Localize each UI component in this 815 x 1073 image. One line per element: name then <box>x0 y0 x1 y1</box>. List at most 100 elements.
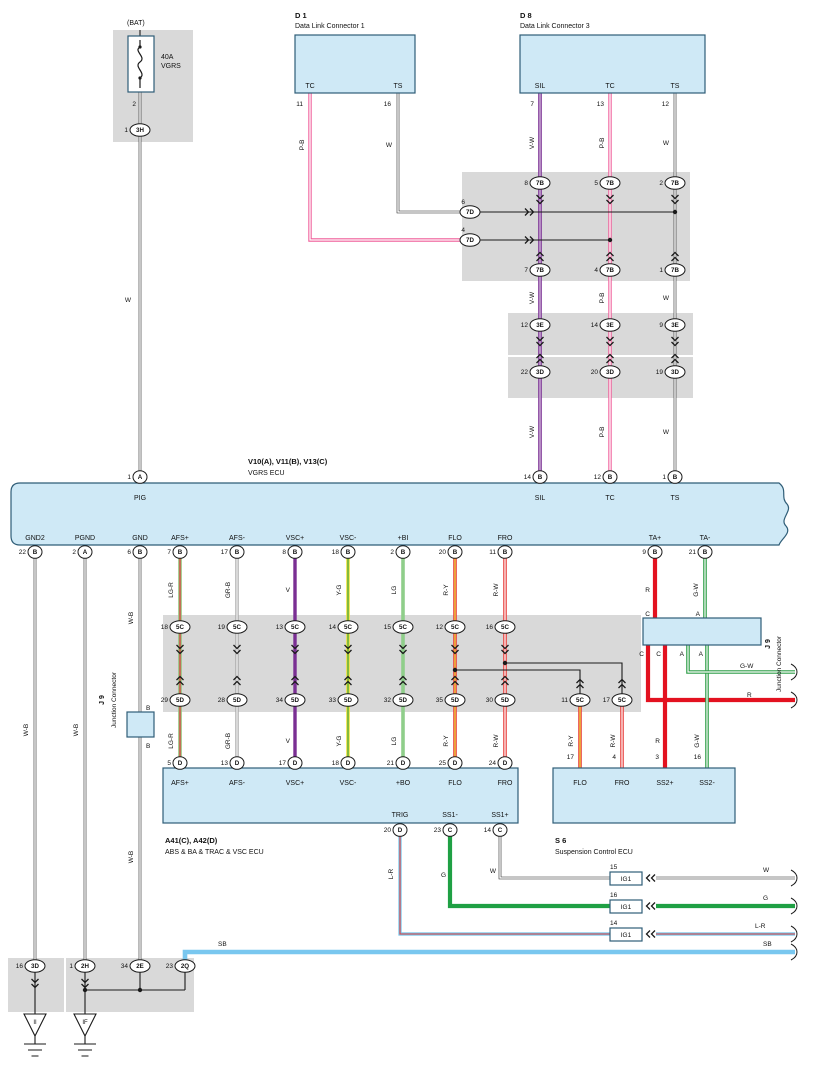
connector-arrow-icon <box>501 675 509 686</box>
wire-break-icon <box>790 943 798 961</box>
ground-flag-ii <box>23 1013 47 1038</box>
connector-arrow-icon <box>176 675 184 686</box>
pin-code-7D: 7D <box>466 209 474 216</box>
pin-code-7B: 7B <box>671 180 679 187</box>
pin-number-6: 6 <box>127 549 131 556</box>
pin-number-8: 8 <box>524 180 528 187</box>
pin-number-5: 5 <box>167 760 171 767</box>
label-tc: TC <box>605 83 614 90</box>
wire-ss1-minus-g <box>447 834 610 909</box>
pin-code-5C: 5C <box>233 624 241 631</box>
label-trig: TRIG <box>392 812 409 819</box>
connector-arrow-icon <box>671 353 679 364</box>
label-l-r: L-R <box>755 923 766 930</box>
pin-oval-33-5D <box>337 693 359 707</box>
label-v10-a-v11-b-v13-c: V10(A), V11(B), V13(C) <box>248 457 328 466</box>
label-40a: 40A <box>161 54 174 61</box>
pin-code-A: A <box>83 549 88 556</box>
pin-code-D: D <box>503 760 508 767</box>
wire-dlc1-ts-w <box>396 93 470 214</box>
pin-code-7D: 7D <box>466 237 474 244</box>
connector-arrow-icon <box>501 644 509 655</box>
pin-code-D: D <box>235 760 240 767</box>
label-gr-b: GR-B <box>225 582 232 598</box>
label-w: W <box>125 297 132 304</box>
suspension-ecu-box <box>552 767 736 824</box>
label-g-w: G-W <box>693 582 700 596</box>
pin-number-12: 12 <box>521 322 529 329</box>
pin-code-5C: 5C <box>451 624 459 631</box>
pin-number-5: 5 <box>594 180 598 187</box>
label-a: A <box>680 651 685 658</box>
pin-oval-12-5C <box>444 620 466 634</box>
pin-number-34: 34 <box>276 697 284 704</box>
label-pgnd: PGND <box>75 535 95 542</box>
pin-code-B: B <box>608 474 613 481</box>
pin-oval-5-7B <box>599 176 621 190</box>
pin-code-2E: 2E <box>136 963 144 970</box>
pin-code-5C: 5C <box>176 624 184 631</box>
label-b: B <box>146 705 150 712</box>
pin-oval-1-B <box>667 470 683 484</box>
junction-dot <box>137 987 143 993</box>
pin-number-12: 12 <box>594 474 602 481</box>
label-sil: SIL <box>535 83 546 90</box>
pin-code-B: B <box>293 549 298 556</box>
pin-number-8: 8 <box>282 549 286 556</box>
pin-code-D: D <box>178 760 183 767</box>
label-w-b: W-B <box>128 851 135 864</box>
label-w: W <box>763 867 770 874</box>
pin-number-35: 35 <box>436 697 444 704</box>
label-v: V <box>286 738 291 745</box>
pin-oval-1-A <box>132 470 148 484</box>
label-g-w: G-W <box>740 663 754 670</box>
pin-code-C: C <box>448 827 453 834</box>
wire-core-ss1-plus-w <box>499 834 610 879</box>
pin-oval-16-3D <box>24 959 46 973</box>
pin-code-5C: 5C <box>618 697 626 704</box>
pin-code-3E: 3E <box>536 322 544 329</box>
pin-oval-8-B <box>287 545 303 559</box>
label-gr-b: GR-B <box>225 733 232 749</box>
pin-oval-7-B <box>172 545 188 559</box>
label-16: 16 <box>384 101 392 108</box>
label-r-w: R-W <box>493 734 500 748</box>
ground-label-ii: II <box>33 1020 37 1026</box>
label-w: W <box>663 140 670 147</box>
label-w-b: W-B <box>73 724 80 737</box>
pin-code-3E: 3E <box>606 322 614 329</box>
label-16: 16 <box>694 754 702 761</box>
wire-break-icon <box>790 663 798 681</box>
pin-code-B: B <box>346 549 351 556</box>
pin-oval-19-3D <box>664 365 686 379</box>
pin-number-17: 17 <box>221 549 229 556</box>
pin-oval-2-A <box>77 545 93 559</box>
connector-arrow-icon <box>645 874 656 882</box>
label-v-w: V-W <box>529 291 536 304</box>
pin-oval-32-5D <box>392 693 414 707</box>
pin-number-1: 1 <box>659 267 663 274</box>
label-y-g: Y-G <box>336 736 343 747</box>
pin-code-D: D <box>293 760 298 767</box>
label-w: W <box>490 868 497 875</box>
pin-code-D: D <box>453 760 458 767</box>
label-r-y: R-Y <box>443 584 450 596</box>
label-12: 12 <box>662 101 670 108</box>
pin-number-14: 14 <box>524 474 532 481</box>
wire-fro-branch <box>505 662 623 700</box>
connector-arrow-icon <box>291 675 299 686</box>
connector-panel-7b7d <box>462 172 690 281</box>
pin-oval-23-C <box>442 823 458 837</box>
label-g: G <box>763 895 768 902</box>
label-g-w: G-W <box>694 733 701 747</box>
pin-oval-35-5D <box>444 693 466 707</box>
pin-number-22: 22 <box>521 369 529 376</box>
pin-number-19: 19 <box>218 624 226 631</box>
pin-number-23: 23 <box>434 827 442 834</box>
connector-arrow-icon <box>524 208 535 216</box>
pin-code-2H: 2H <box>81 963 89 970</box>
label-r-y: R-Y <box>443 735 450 747</box>
pin-code-B: B <box>453 549 458 556</box>
pin-oval-11-B <box>497 545 513 559</box>
pin-code-B: B <box>653 549 658 556</box>
